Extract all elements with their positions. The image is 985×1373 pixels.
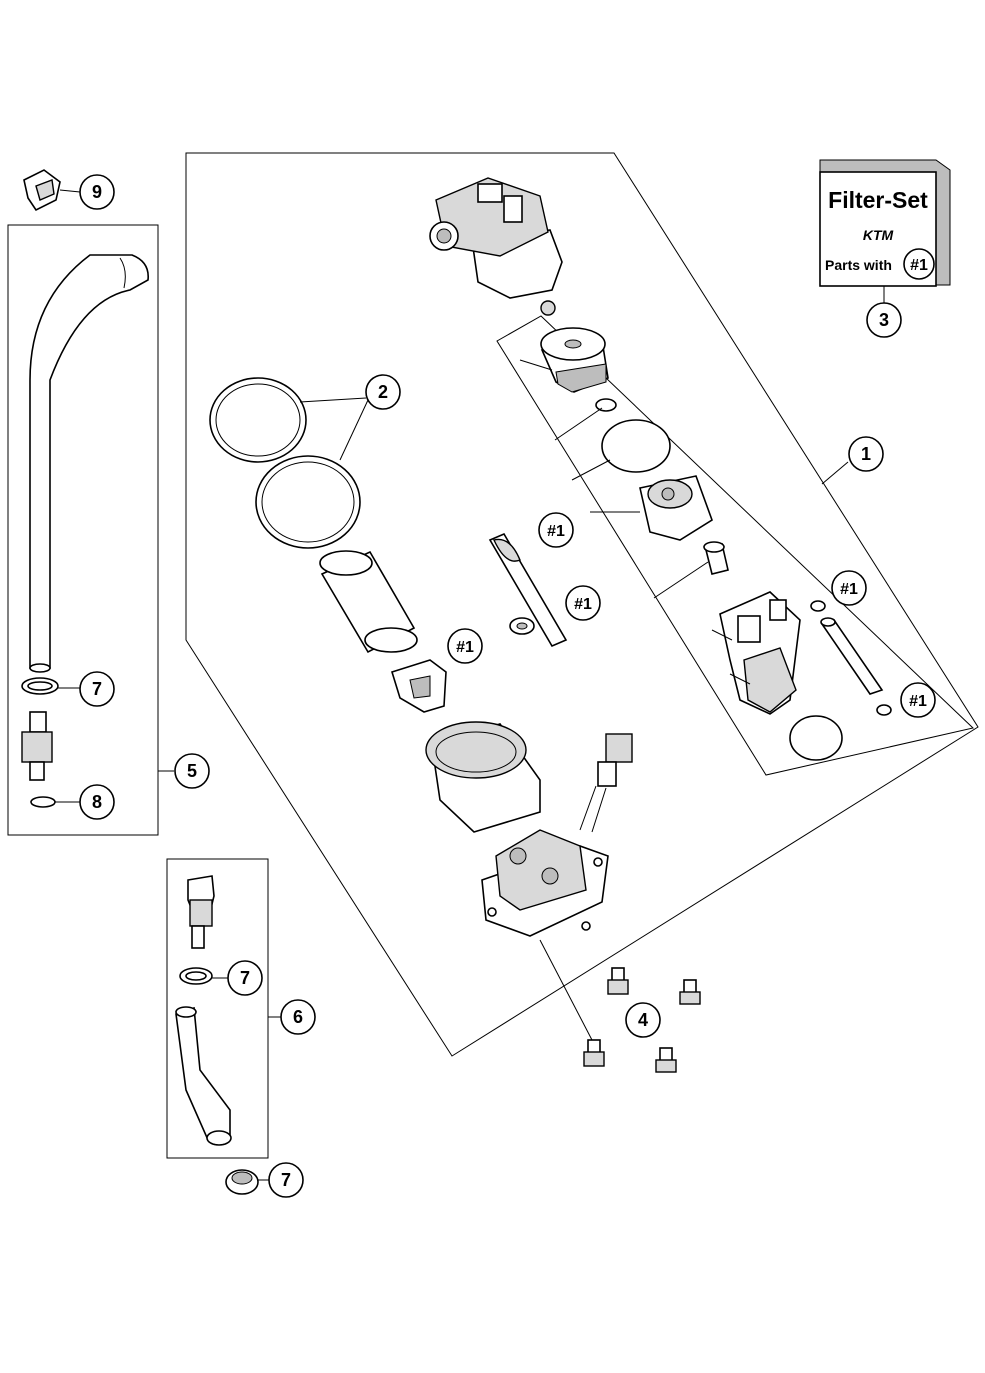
- bolt-d: [655, 1047, 677, 1073]
- fuel-pump-unit: [711, 591, 801, 715]
- fuel-pump-subframe: [496, 315, 975, 776]
- hose-clamp-b: [179, 967, 213, 985]
- strainer-shield: [488, 532, 568, 648]
- svg-text:#1: #1: [456, 639, 474, 656]
- hose-clamp-c: [225, 1169, 259, 1195]
- o-ring-small: [30, 796, 56, 808]
- svg-text:7: 7: [281, 1170, 291, 1190]
- quick-connector: [187, 875, 215, 949]
- ktm-logo: KTM: [863, 227, 894, 243]
- cylindrical-sleeve: [319, 550, 418, 654]
- svg-text:2: 2: [378, 382, 388, 402]
- callout-4: 4: [625, 1002, 661, 1038]
- set-ref-2: #1: [565, 585, 601, 621]
- set-ref-4: #1: [831, 570, 867, 606]
- hose-set-box: [166, 858, 269, 1159]
- fuel-line-box: [7, 224, 159, 836]
- callout-2: 2: [365, 374, 401, 410]
- pump-cup: [425, 721, 541, 833]
- svg-text:#1: #1: [840, 581, 858, 598]
- large-o-rings: [209, 377, 361, 549]
- parts-with-ref: #1: [910, 257, 928, 274]
- svg-text:8: 8: [92, 792, 102, 812]
- callout-1: 1: [848, 436, 884, 472]
- callout-7a: 7: [79, 671, 115, 707]
- clip-part: [23, 169, 61, 212]
- retainer-clip: [391, 659, 447, 713]
- o-ring-pump-bottom: [789, 715, 843, 761]
- svg-text:1: 1: [861, 444, 871, 464]
- svg-text:7: 7: [240, 968, 250, 988]
- fuel-line-tube: [29, 254, 149, 673]
- pump-head-housing: [429, 177, 563, 299]
- medium-o-ring: [601, 419, 671, 473]
- callout-7c: 7: [268, 1162, 304, 1198]
- hose-clamp-a: [21, 677, 59, 695]
- svg-text:5: 5: [187, 761, 197, 781]
- svg-text:6: 6: [293, 1007, 303, 1027]
- bolt-a: [607, 967, 629, 995]
- short-pipe: [703, 541, 729, 575]
- svg-text:9: 9: [92, 182, 102, 202]
- filter-set-box: Filter-Set KTM Parts with #1: [819, 159, 951, 287]
- callout-7b: 7: [227, 960, 263, 996]
- svg-text:7: 7: [92, 679, 102, 699]
- bolt-b: [679, 979, 701, 1005]
- svg-text:4: 4: [638, 1010, 648, 1030]
- set-ref-1: #1: [538, 512, 574, 548]
- wire-connector: [579, 733, 633, 833]
- callout-3: 3: [866, 302, 902, 338]
- small-valve: [509, 617, 535, 635]
- long-pipe: [820, 617, 884, 695]
- callout-9: 9: [79, 174, 115, 210]
- fuel-filter: [540, 327, 609, 393]
- bent-hose: [175, 1006, 232, 1146]
- callout-5: 5: [174, 753, 210, 789]
- svg-text:#1: #1: [547, 523, 565, 540]
- small-o-ring-right-b: [876, 704, 892, 716]
- hose-connector: [21, 711, 53, 781]
- small-o-ring-top: [595, 398, 617, 412]
- main-assembly-frame: [185, 152, 979, 1057]
- set-ref-5: #1: [900, 682, 936, 718]
- svg-text:#1: #1: [909, 693, 927, 710]
- filter-housing: [639, 475, 713, 541]
- small-o-ring-right-a: [810, 600, 826, 612]
- set-ref-3: #1: [447, 628, 483, 664]
- svg-text:3: 3: [879, 310, 889, 330]
- bolt-c: [583, 1039, 605, 1067]
- pump-flange-base: [481, 829, 609, 937]
- small-seal: [540, 300, 556, 316]
- parts-with-label: Parts with: [825, 257, 892, 273]
- svg-text:#1: #1: [574, 596, 592, 613]
- callout-8: 8: [79, 784, 115, 820]
- filter-set-title: Filter-Set: [828, 187, 928, 213]
- callout-6: 6: [280, 999, 316, 1035]
